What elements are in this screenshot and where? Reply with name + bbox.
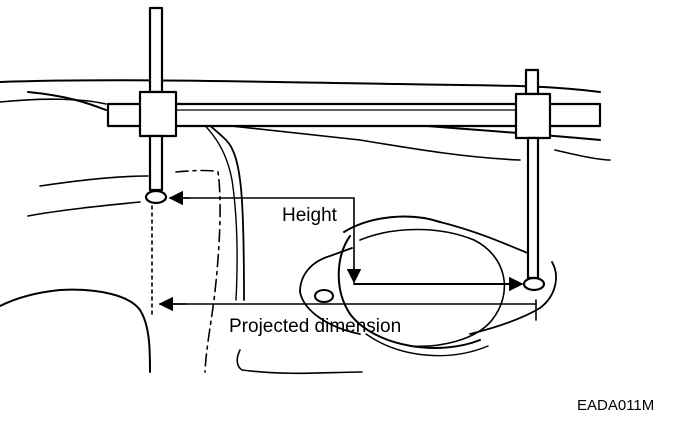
right-pointer — [514, 68, 552, 292]
height-label: Height — [282, 205, 338, 226]
figure-code: EADA011M — [577, 397, 654, 414]
projected-dimension-label: Projected dimension — [229, 316, 401, 337]
gauge-crossbar — [106, 102, 602, 128]
left-pointer — [138, 6, 178, 205]
dimension-lines — [151, 190, 537, 321]
vehicle-body-outline — [0, 79, 611, 375]
